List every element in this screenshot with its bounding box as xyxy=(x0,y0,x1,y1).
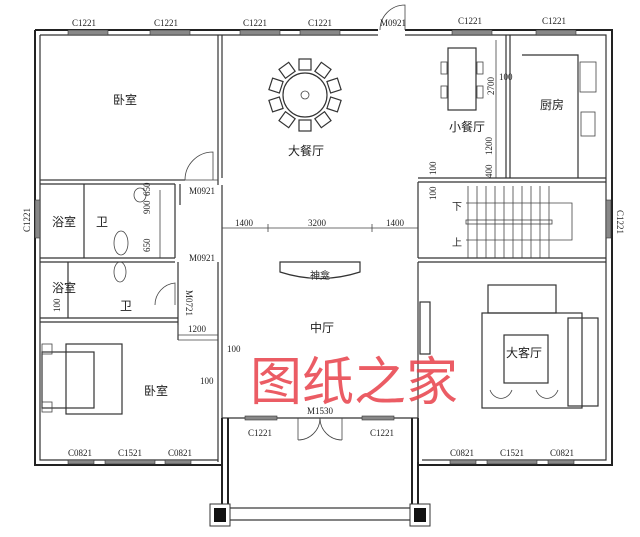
window-label: C1221 xyxy=(243,18,267,28)
porch-columns xyxy=(209,503,431,527)
room-middle-hall: 中厅 xyxy=(310,320,334,335)
dimension-label: 100 xyxy=(227,344,241,354)
door-label: M0921 xyxy=(189,186,215,196)
window-label: C1221 xyxy=(154,18,178,28)
dimension-label: 1400 xyxy=(235,218,254,228)
shrine xyxy=(279,261,361,280)
dining-chair xyxy=(268,77,284,94)
room-toilet2: 卫 xyxy=(120,299,132,313)
window-label: C1221 xyxy=(542,16,566,26)
window-top3 xyxy=(239,29,281,36)
window-label: C0821 xyxy=(550,448,574,458)
dimension-label: 2700 xyxy=(486,77,496,96)
stair-up-label: 上 xyxy=(452,237,462,249)
window-label: C0821 xyxy=(450,448,474,458)
door-label: M0721 xyxy=(184,290,194,316)
window-label: C0821 xyxy=(68,448,92,458)
watermark: 图纸之家 xyxy=(250,353,458,413)
dining-chair xyxy=(268,96,284,113)
dining-chair xyxy=(298,119,312,132)
window-label: C1221 xyxy=(308,18,332,28)
dimension-label: 100 xyxy=(428,161,438,175)
room-dining-small: 小餐厅 xyxy=(449,119,485,134)
room-bath2: 浴室 xyxy=(52,280,76,295)
window-right xyxy=(605,199,612,239)
room-bedroom-bottom: 卧室 xyxy=(144,383,168,398)
window-porch-left xyxy=(244,415,278,421)
window-label: C1221 xyxy=(370,428,394,438)
window-label: C1521 xyxy=(500,448,524,458)
room-toilet1: 卫 xyxy=(96,215,108,229)
dining-chair xyxy=(326,96,342,113)
window-top4 xyxy=(299,29,341,36)
dining-chair xyxy=(314,61,332,80)
window-label: C0821 xyxy=(168,448,192,458)
windows xyxy=(34,29,612,465)
dimension-label: 900 xyxy=(142,200,152,214)
dimension-label: 100 xyxy=(499,72,513,82)
room-bath1: 浴室 xyxy=(52,214,76,229)
window-left xyxy=(34,199,41,239)
door-label: M1530 xyxy=(307,406,334,416)
window-top6 xyxy=(535,29,577,36)
window-label: C1221 xyxy=(458,16,482,26)
interior-walls xyxy=(40,35,606,462)
dimension-label: 3200 xyxy=(308,218,327,228)
dimension-label: 100 xyxy=(200,376,214,386)
shrine-label: 神龛 xyxy=(310,269,330,282)
window-top1 xyxy=(67,29,109,36)
dimension-label: 650 xyxy=(142,238,152,252)
window-label: C1221 xyxy=(22,208,32,232)
doors xyxy=(154,4,406,441)
window-label: C1221 xyxy=(248,428,272,438)
dimension-label: 650 xyxy=(142,182,152,196)
room-bedroom-top: 卧室 xyxy=(113,92,137,107)
small-dining-table xyxy=(440,47,484,111)
stairs[interactable] xyxy=(465,186,573,258)
door-label: M0921 xyxy=(380,18,406,28)
dimension-label: 400 xyxy=(484,164,494,178)
door-label: M0921 xyxy=(189,253,215,263)
window-top5 xyxy=(451,29,493,36)
dimension-label: 1200 xyxy=(188,324,207,334)
bath-fixtures xyxy=(113,187,147,283)
dining-chair xyxy=(326,77,342,94)
dining-chair xyxy=(278,110,296,129)
bed xyxy=(41,343,123,415)
dimension-label: 1400 xyxy=(386,218,405,228)
dimension-label: 100 xyxy=(428,186,438,200)
dimension-lines xyxy=(159,40,497,336)
window-label: C1221 xyxy=(72,18,96,28)
window-label: C1521 xyxy=(118,448,142,458)
room-living: 大客厅 xyxy=(506,345,542,360)
dimension-label: 1200 xyxy=(484,137,494,156)
round-dining-table xyxy=(268,58,342,132)
dimension-label: 100 xyxy=(52,298,62,312)
stair-down-label: 下 xyxy=(452,202,462,213)
window-label: C1221 xyxy=(615,210,625,234)
room-dining-big: 大餐厅 xyxy=(288,143,324,158)
room-kitchen: 厨房 xyxy=(540,97,564,112)
window-porch-right xyxy=(361,415,395,421)
living-room-furniture xyxy=(419,284,599,409)
dining-chair xyxy=(298,58,312,71)
kitchen-fixtures xyxy=(579,61,597,137)
dining-chair xyxy=(278,61,296,80)
window-top2 xyxy=(149,29,191,36)
dining-chair xyxy=(314,110,332,129)
